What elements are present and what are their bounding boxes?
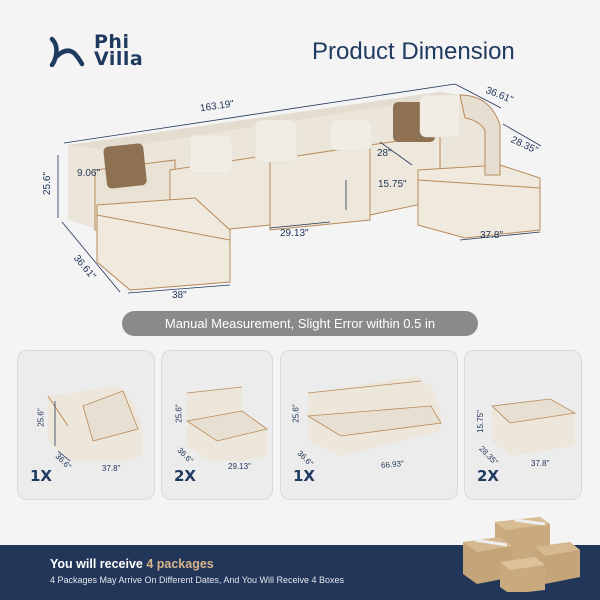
package-heading-prefix: You will receive	[50, 557, 147, 571]
phivilla-logo-icon	[49, 36, 85, 67]
corner-height: 25.6"	[36, 408, 46, 427]
component-card-loveseat: 25.6" 36.6" 66.93" 1X	[280, 350, 458, 500]
component-card-ottoman: 15.75" 28.35" 37.8" 2X	[464, 350, 582, 500]
loveseat-illustration	[306, 376, 442, 456]
ottoman-qty: 2X	[477, 467, 500, 485]
measurement-note: Manual Measurement, Slight Error within …	[122, 311, 478, 336]
component-card-armless: 25.6" 36.6" 29.13" 2X	[161, 350, 273, 500]
dim-ottoman-width: 37.8"	[480, 230, 504, 241]
dim-seat-height: 15.75"	[378, 179, 407, 190]
brand-line2: Villa	[94, 48, 144, 70]
brand-logo: Phi Villa	[48, 31, 144, 70]
dim-arm-width: 9.06"	[77, 168, 101, 179]
dim-height: 25.6"	[42, 171, 54, 196]
loveseat-height: 25.6"	[291, 404, 301, 423]
sofa-drawing	[57, 83, 542, 294]
brand-line1: Phi	[94, 31, 130, 53]
corner-seat-illustration	[47, 386, 143, 461]
loveseat-qty: 1X	[293, 467, 316, 485]
sectional-sofa-illustration: 163.19" 36.61" 28.35" 25.6" 9.06" 28" 15…	[0, 70, 600, 310]
armless-qty: 2X	[174, 467, 197, 485]
ottoman-height: 15.75"	[475, 410, 485, 433]
loveseat-width: 66.93"	[380, 459, 405, 470]
cardboard-boxes-icon	[463, 517, 580, 592]
dim-armless-width: 29.13"	[280, 228, 309, 239]
dim-chaise-width: 38"	[172, 290, 187, 301]
ottoman-width: 37.8"	[531, 459, 550, 468]
corner-qty: 1X	[30, 467, 53, 485]
package-count-highlight: 4 packages	[146, 557, 214, 571]
ottoman-illustration	[491, 398, 577, 456]
dim-seat-depth: 28"	[377, 148, 392, 159]
corner-width: 37.8"	[102, 464, 121, 473]
package-subtext: 4 Packages May Arrive On Different Dates…	[50, 575, 344, 585]
page-title: Product Dimension	[312, 38, 515, 65]
package-heading: You will receive 4 packages	[50, 557, 214, 571]
armless-height: 25.6"	[174, 404, 184, 423]
armless-width: 29.13"	[228, 462, 251, 471]
armless-seat-illustration	[185, 386, 268, 461]
component-card-corner: 25.6" 36.6" 37.8" 1X	[17, 350, 155, 500]
